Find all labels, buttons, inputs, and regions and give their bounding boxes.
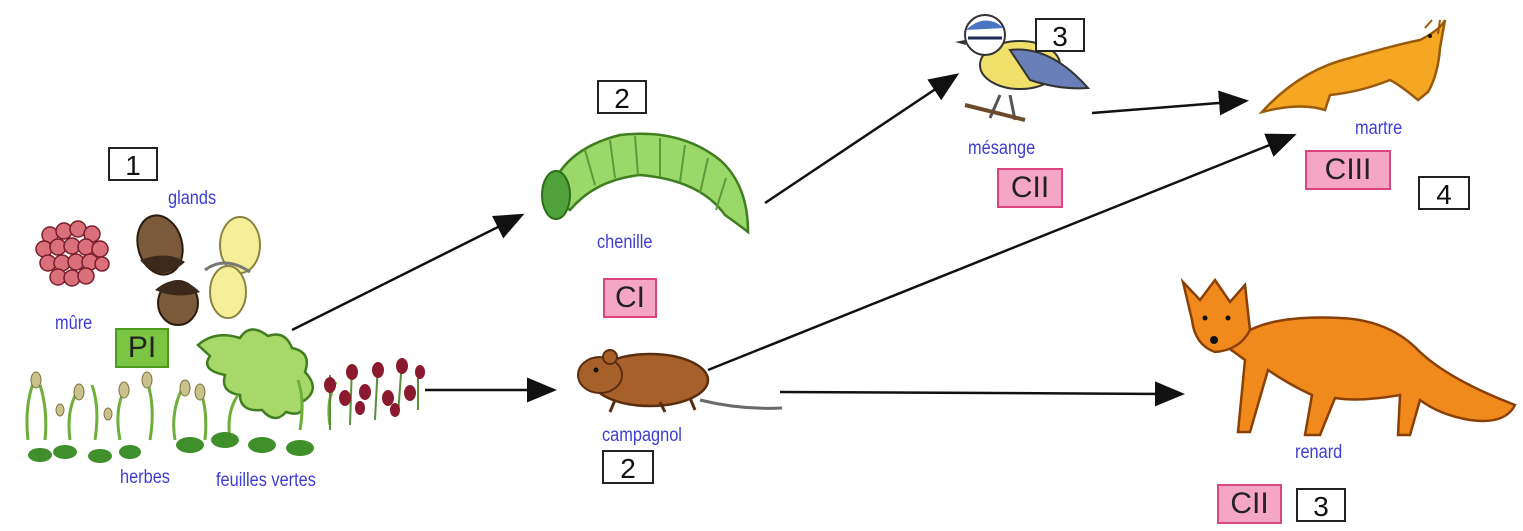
arrow-campagnol-to-renard xyxy=(779,381,1185,407)
label-glands: glands xyxy=(168,188,217,209)
marten-icon xyxy=(1258,19,1447,115)
tag-martre: CIII xyxy=(1305,150,1391,190)
label-chenille: chenille xyxy=(597,232,653,253)
level-box-mesange: 3 xyxy=(1035,18,1085,52)
label-herbes: herbes xyxy=(120,467,170,488)
green-leaves-icon xyxy=(28,432,314,463)
level-box-producers: 1 xyxy=(108,147,158,181)
label-campagnol: campagnol xyxy=(602,425,682,446)
level-box-renard: 3 xyxy=(1296,488,1346,522)
label-mure: mûre xyxy=(55,313,93,334)
label-mesange: mésange xyxy=(968,138,1036,159)
caterpillar-icon xyxy=(541,132,750,235)
arrow-campagnol-to-martre xyxy=(707,133,1297,372)
tag-producers: PI xyxy=(115,328,169,368)
label-martre: martre xyxy=(1355,118,1403,139)
arrow-mesange-to-martre xyxy=(1091,90,1249,116)
tag-chenille: CI xyxy=(603,278,657,318)
vole-icon xyxy=(577,349,783,413)
level-box-martre: 4 xyxy=(1418,176,1470,210)
oak-leaf-icon xyxy=(196,328,314,420)
tag-renard: CII xyxy=(1217,484,1282,524)
arrow-chenille-to-mesange xyxy=(764,73,960,205)
level-box-campagnol: 2 xyxy=(602,450,654,484)
label-renard: renard xyxy=(1295,442,1343,463)
fox-icon xyxy=(1180,277,1517,437)
label-feuilles-vertes: feuilles vertes xyxy=(216,470,316,491)
level-box-chenille: 2 xyxy=(597,80,647,114)
arrow-plants-to-chenille xyxy=(291,213,525,332)
acorns-icon xyxy=(136,214,261,326)
blue-tit-icon xyxy=(955,14,1091,122)
blackberry-icon xyxy=(35,220,110,287)
red-seed-plants-icon xyxy=(324,358,425,430)
tag-mesange: CII xyxy=(997,168,1063,208)
grass-seed-heads xyxy=(30,371,206,421)
